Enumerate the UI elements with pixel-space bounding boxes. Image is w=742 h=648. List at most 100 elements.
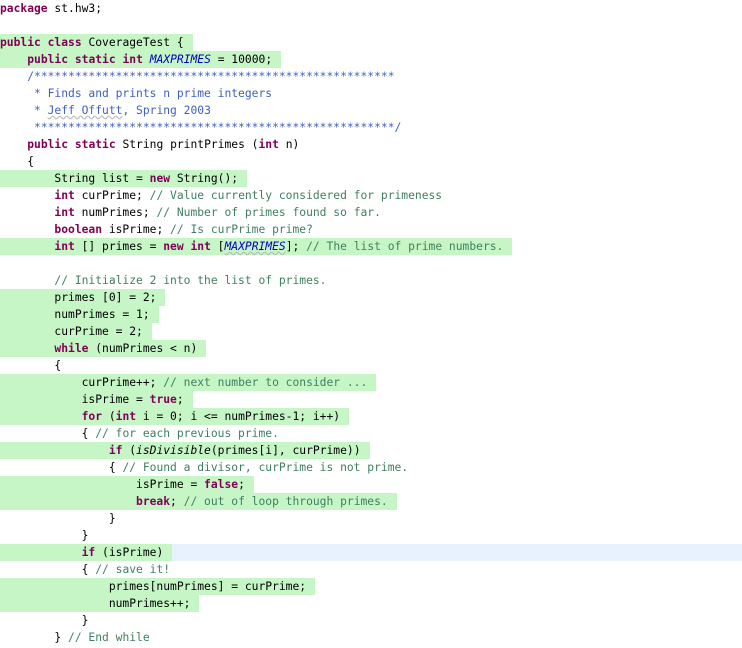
code-line[interactable]: } // End while <box>0 629 149 646</box>
code-token: (isPrime) <box>95 546 164 559</box>
code-token: [ <box>210 240 225 253</box>
line-content: public static String printPrimes (int n) <box>0 138 299 151</box>
code-line[interactable]: numPrimes = 1; <box>0 306 159 323</box>
code-line[interactable]: } <box>0 510 116 527</box>
code-line[interactable]: ****************************************… <box>0 119 401 136</box>
covered-line-highlight: isPrime = true; <box>0 391 193 408</box>
code-line[interactable]: public static String printPrimes (int n) <box>0 136 299 153</box>
code-line[interactable]: isPrime = true; <box>0 391 193 408</box>
code-line[interactable]: curPrime++; // next number to consider .… <box>0 374 377 391</box>
line-content: int curPrime; // Value currently conside… <box>0 189 442 202</box>
code-token: /***************************************… <box>27 70 395 83</box>
code-token <box>143 53 150 66</box>
code-token: int <box>115 410 137 423</box>
code-line[interactable]: } <box>0 612 89 629</box>
covered-line-highlight: curPrime++; // next number to consider .… <box>0 374 377 391</box>
line-content: int numPrimes; // Number of primes found… <box>0 206 381 219</box>
indent <box>0 223 54 236</box>
code-token: * <box>27 104 48 117</box>
code-line[interactable]: public static int MAXPRIMES = 10000; <box>0 51 282 68</box>
code-line[interactable]: numPrimes++; <box>0 595 200 612</box>
code-token: } <box>54 631 69 644</box>
code-line[interactable]: // Initialize 2 into the list of primes. <box>0 272 326 289</box>
covered-line-highlight: numPrimes++; <box>0 595 200 612</box>
code-line[interactable]: { <box>0 153 34 170</box>
code-line[interactable]: while (numPrimes < n) <box>0 340 207 357</box>
indent <box>0 104 27 117</box>
code-line[interactable]: for (int i = 0; i <= numPrimes-1; i++) <box>0 408 350 425</box>
code-line[interactable]: { // for each previous prime. <box>0 425 279 442</box>
code-token: MAXPRIMES <box>224 240 286 253</box>
code-line[interactable]: primes [0] = 2; <box>0 289 166 306</box>
code-token: curPrime; <box>74 189 150 202</box>
code-line[interactable]: /***************************************… <box>0 68 395 85</box>
code-line[interactable]: public class CoverageTest { <box>0 34 193 51</box>
indent <box>0 478 136 491</box>
indent <box>0 495 136 508</box>
covered-line-highlight: String list = new String(); <box>0 170 248 187</box>
code-line[interactable]: int curPrime; // Value currently conside… <box>0 187 442 204</box>
code-token: } <box>81 614 89 627</box>
line-content: } <box>0 529 89 542</box>
code-token: { <box>81 427 96 440</box>
code-token: ****************************************… <box>27 121 402 134</box>
code-token: int <box>54 206 75 219</box>
line-content: { // save it! <box>0 563 170 576</box>
code-line[interactable]: primes[numPrimes] = curPrime; <box>0 578 316 595</box>
covered-line-highlight: if (isDivisible(primes[i], curPrime)) <box>0 442 370 459</box>
code-token: break <box>136 495 171 508</box>
covered-line-highlight: while (numPrimes < n) <box>0 340 207 357</box>
indent <box>0 580 109 593</box>
code-token: true <box>149 393 177 406</box>
code-line[interactable]: curPrime = 2; <box>0 323 152 340</box>
code-token: = 10000; <box>210 53 273 66</box>
code-line[interactable]: boolean isPrime; // Is curPrime prime? <box>0 221 312 238</box>
code-line[interactable]: package st.hw3; <box>0 0 102 17</box>
code-line[interactable]: break; // out of loop through primes. <box>0 493 397 510</box>
indent <box>0 342 54 355</box>
indent <box>0 189 54 202</box>
code-line[interactable]: int [] primes = new int [MAXPRIMES]; // … <box>0 238 513 255</box>
code-token: ]; <box>285 240 307 253</box>
code-line[interactable]: int numPrimes; // Number of primes found… <box>0 204 381 221</box>
code-token: ; <box>176 393 184 406</box>
code-line[interactable]: * Finds and prints n prime integers <box>0 85 272 102</box>
code-token: // Number of primes found so far. <box>156 206 381 219</box>
code-token: public <box>0 36 41 49</box>
code-token: if <box>81 546 96 559</box>
covered-line-highlight: if (isPrime) <box>0 544 173 561</box>
code-token: MAXPRIMES <box>149 53 211 66</box>
code-line[interactable]: } <box>0 527 89 544</box>
indent <box>0 512 109 525</box>
line-content: { <box>0 155 34 168</box>
indent <box>0 427 82 440</box>
line-content: } <box>0 512 116 525</box>
code-token: (numPrimes < n) <box>88 342 198 355</box>
line-content: } <box>0 614 89 627</box>
indent <box>0 444 109 457</box>
line-content: { // for each previous prime. <box>0 427 279 440</box>
code-token: { <box>27 155 35 168</box>
code-line[interactable]: String list = new String(); <box>0 170 248 187</box>
code-token: class <box>47 36 82 49</box>
code-token: i = 0; i <= numPrimes-1; i++) <box>136 410 341 423</box>
indent <box>0 206 54 219</box>
code-token <box>68 53 75 66</box>
code-line[interactable]: if (isPrime) <box>0 544 742 561</box>
code-token: static <box>74 53 116 66</box>
code-token: [] primes = <box>74 240 164 253</box>
code-token: int <box>54 240 75 253</box>
code-line[interactable]: * Jeff Offutt, Spring 2003 <box>0 102 211 119</box>
indent <box>0 291 54 304</box>
line-content: // Initialize 2 into the list of primes. <box>0 274 326 287</box>
line-content: { <box>0 359 61 372</box>
code-token: isPrime = <box>81 393 150 406</box>
code-line[interactable]: { // save it! <box>0 561 170 578</box>
code-token: isPrime = <box>136 478 205 491</box>
code-line[interactable]: { // Found a divisor, curPrime is not pr… <box>0 459 408 476</box>
code-line[interactable]: { <box>0 357 61 374</box>
code-line[interactable]: if (isDivisible(primes[i], curPrime)) <box>0 442 370 459</box>
code-line[interactable]: isPrime = false; <box>0 476 254 493</box>
code-token: st.hw3; <box>47 2 103 15</box>
